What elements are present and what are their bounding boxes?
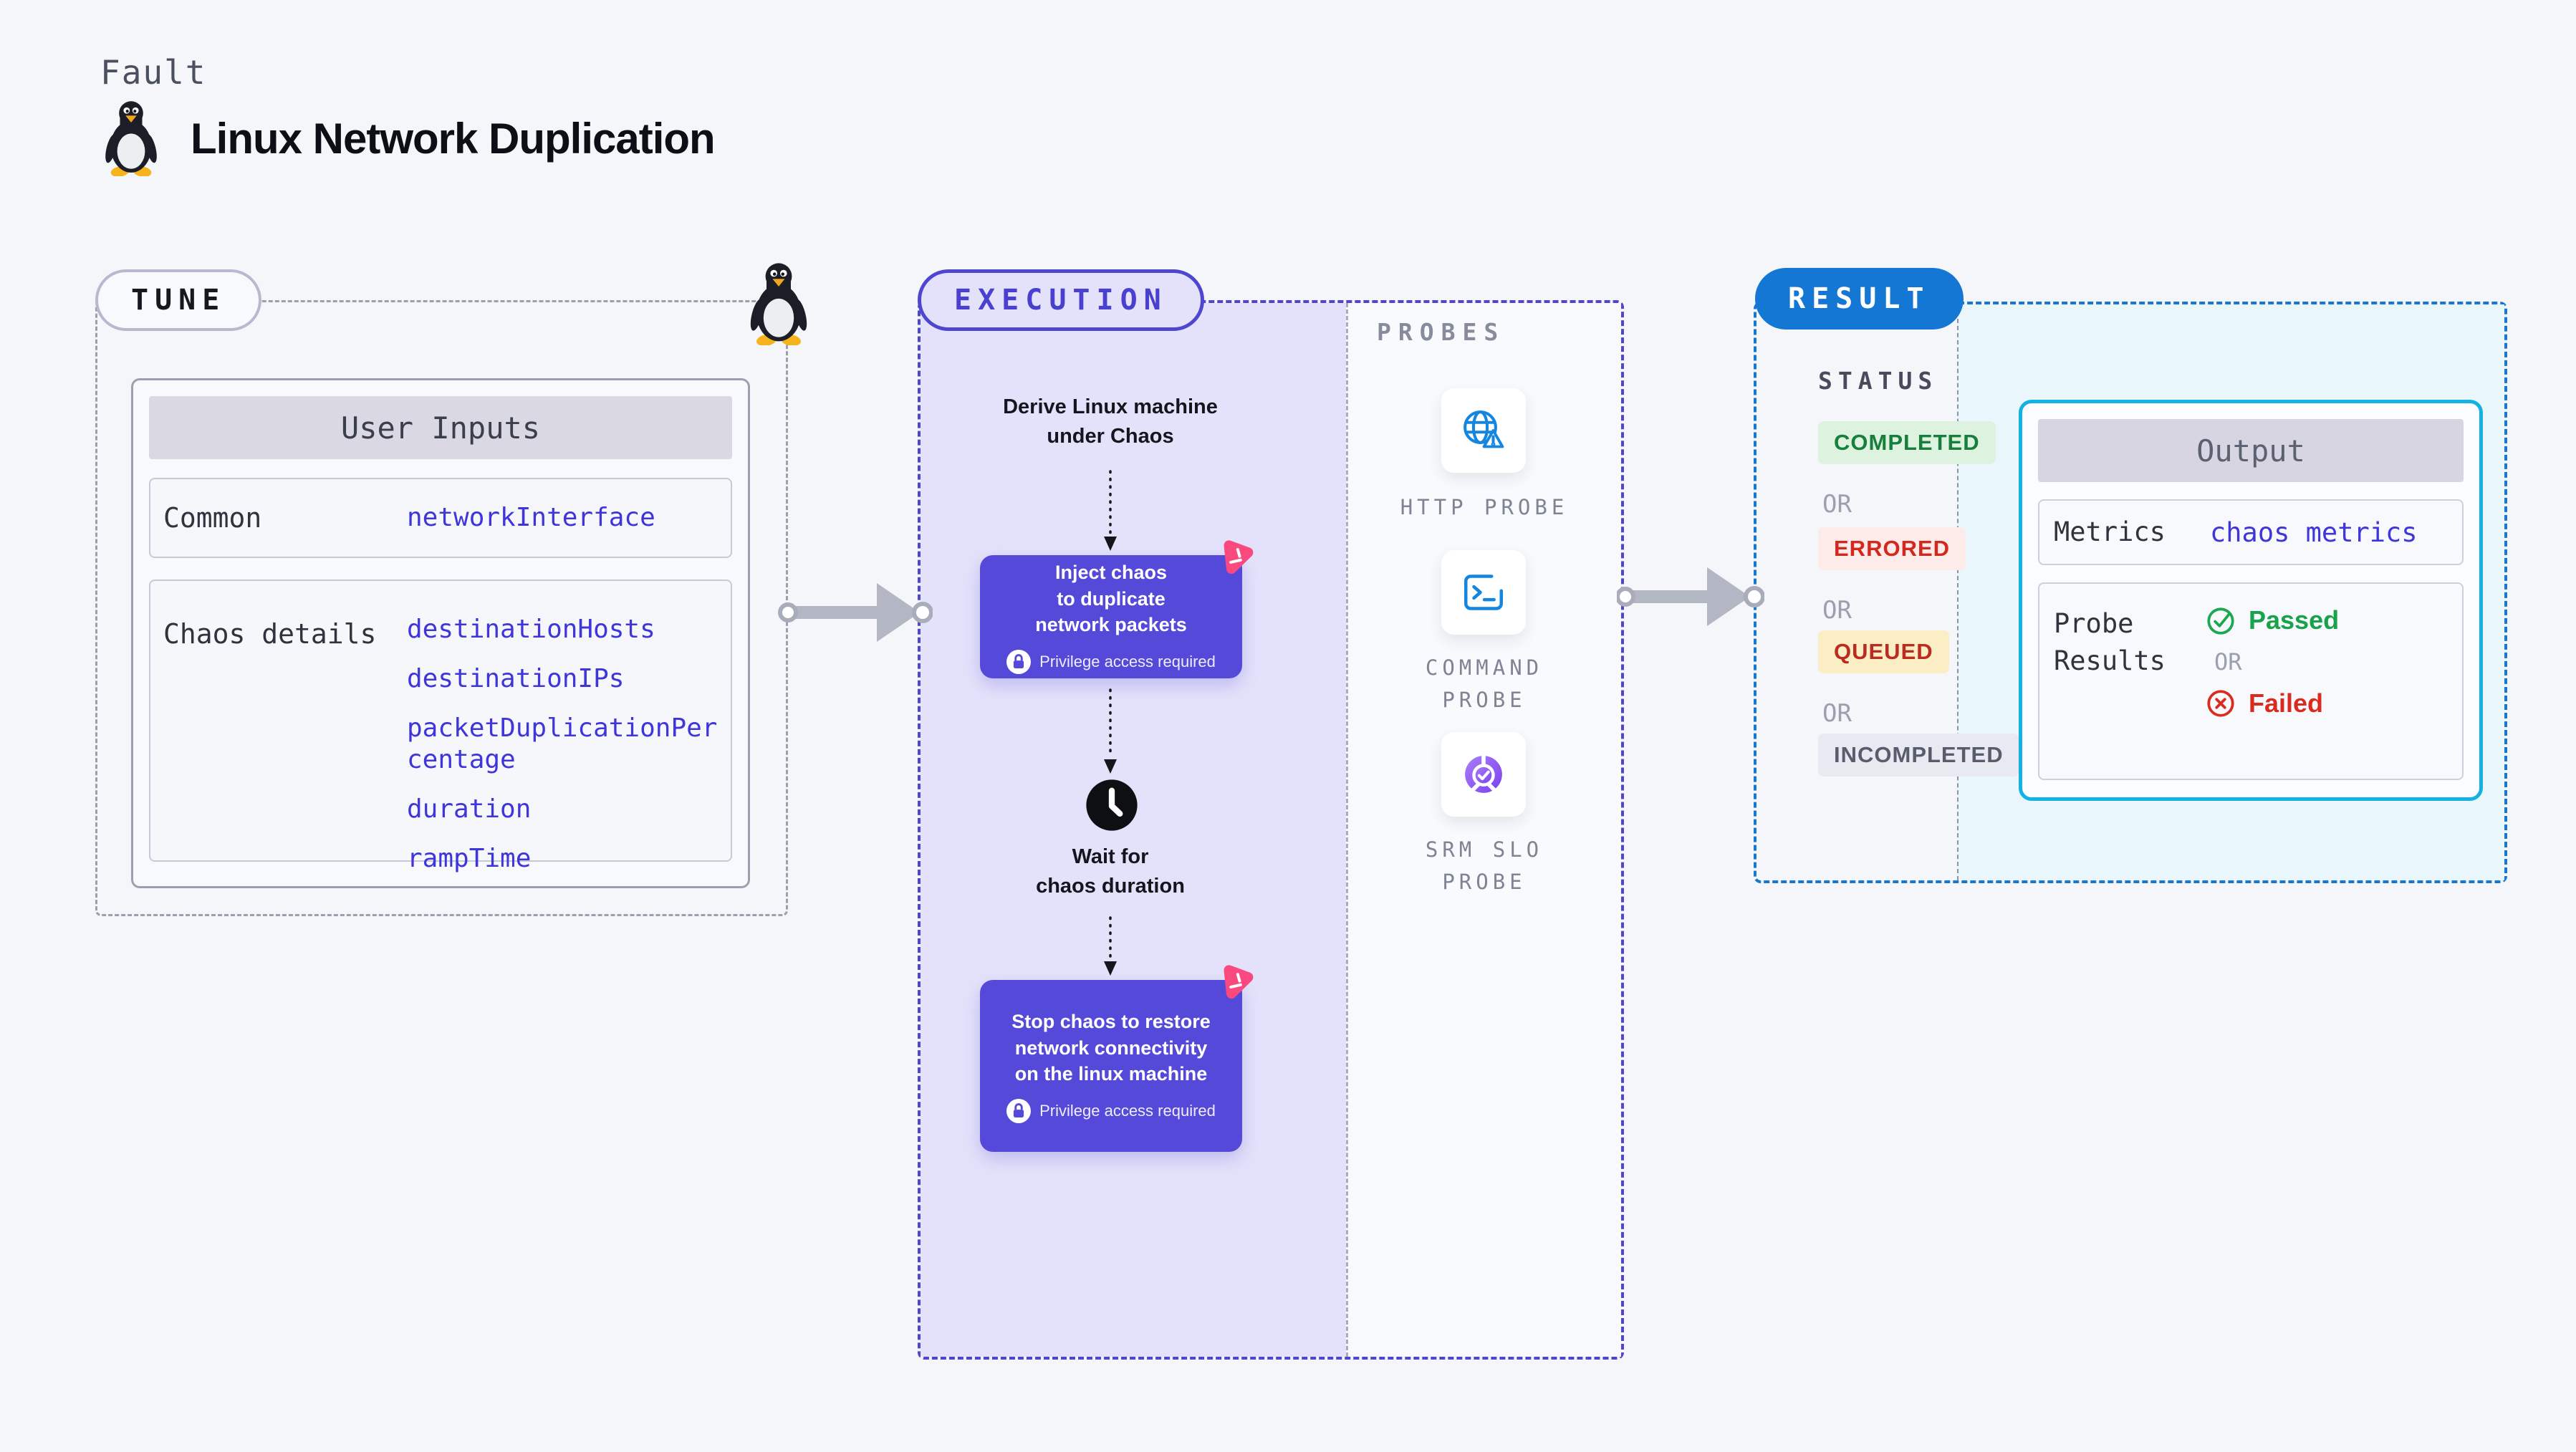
failed-label: Failed: [2249, 688, 2324, 718]
lock-icon: [1006, 1098, 1032, 1123]
output-title: Output: [2038, 419, 2464, 482]
input-value: packetDuplicationPercentage: [407, 713, 718, 774]
probe-card-command: [1441, 550, 1526, 635]
privilege-label: Privilege access required: [1039, 1101, 1216, 1120]
status-badge-queued: QUEUED: [1818, 630, 1949, 673]
flow-arrow-icon: [778, 566, 933, 659]
execution-badge: EXECUTION: [918, 269, 1204, 331]
metrics-value: chaos metrics: [2210, 516, 2418, 548]
clock-icon: [1086, 779, 1138, 831]
dotted-arrow-down-icon: [1104, 688, 1117, 774]
or-label: OR: [1822, 490, 1852, 519]
probe-result-failed: Failed: [2204, 687, 2339, 720]
row-label: Chaos details: [163, 618, 377, 650]
privilege-label: Privilege access required: [1039, 652, 1216, 670]
step-wait-duration: Wait for chaos duration: [1036, 845, 1185, 898]
linux-tux-icon: [102, 101, 160, 176]
check-circle-icon: [2207, 607, 2234, 635]
tune-badge: TUNE: [95, 269, 262, 331]
step-inject-chaos: Inject chaos to duplicate network packet…: [980, 555, 1242, 678]
probe-result-passed: Passed: [2204, 604, 2339, 637]
input-value: duration: [407, 794, 532, 824]
user-inputs-title: User Inputs: [149, 396, 732, 459]
or-label: OR: [1822, 699, 1852, 728]
step-label: Inject chaos to duplicate network packet…: [1035, 562, 1187, 636]
step-stop-chaos: Stop chaos to restore network connectivi…: [980, 980, 1242, 1152]
step-label: Stop chaos to restore network connectivi…: [1011, 1011, 1211, 1085]
input-value: destinationHosts: [407, 615, 655, 644]
row-label: Probe Results: [2054, 608, 2166, 676]
fault-kicker: Fault: [100, 53, 207, 92]
status-badge-errored: ERRORED: [1818, 527, 1966, 570]
page-header: Linux Network Duplication: [100, 100, 716, 176]
flow-arrow-icon: [1617, 567, 1764, 626]
input-value: networkInterface: [407, 503, 655, 533]
probe-label-command: COMMAND PROBE: [1425, 655, 1544, 712]
probes-section-box: [1346, 303, 1621, 1357]
privilege-note: Privilege access required: [1006, 649, 1216, 674]
linux-tux-icon: [748, 263, 809, 345]
probe-card-http: [1441, 388, 1526, 473]
input-value: destinationIPs: [407, 664, 625, 694]
or-label: OR: [1822, 596, 1852, 625]
slo-donut-icon: [1465, 754, 1502, 793]
status-badge-incompleted: INCOMPLETED: [1818, 734, 2019, 777]
output-table: Output Metrics chaos metrics Probe Resul…: [2019, 400, 2483, 801]
execution-section-box: [918, 300, 1624, 1360]
passed-label: Passed: [2249, 605, 2340, 635]
probes-title: PROBES: [1377, 318, 1506, 346]
dotted-arrow-down-icon: [1104, 916, 1117, 976]
terminal-icon: [1464, 574, 1503, 610]
execution-flow-background: [921, 303, 1346, 1357]
probe-label-srm-slo: SRM SLO PROBE: [1425, 837, 1544, 894]
chaos-faults-brand-icon: [1215, 962, 1258, 1005]
table-row-chaos-details: Chaos details destinationHosts destinati…: [149, 580, 732, 873]
dotted-arrow-down-icon: [1104, 470, 1117, 551]
lock-icon: [1006, 649, 1032, 674]
table-row-common: Common networkInterface: [149, 478, 732, 558]
probe-label-http: HTTP PROBE: [1400, 495, 1569, 519]
row-label: Metrics: [2054, 516, 2166, 548]
chaos-faults-brand-icon: [1215, 537, 1258, 580]
output-row-probe-results: Probe Results Passed OR Failed: [2038, 582, 2464, 780]
step-derive-machine: Derive Linux machine under Chaos: [1003, 395, 1218, 448]
globe-warning-icon: [1464, 410, 1504, 448]
privilege-note: Privilege access required: [1006, 1098, 1216, 1123]
status-title: STATUS: [1818, 367, 1938, 395]
output-row-metrics: Metrics chaos metrics: [2038, 499, 2464, 565]
page-title: Linux Network Duplication: [191, 114, 716, 163]
probe-card-srm-slo: [1441, 732, 1526, 817]
row-label: Common: [163, 502, 262, 534]
or-label: OR: [2214, 648, 2242, 675]
input-value: rampTime: [407, 843, 532, 873]
result-badge: RESULT: [1755, 268, 1964, 330]
user-inputs-table: User Inputs Common networkInterface Chao…: [131, 378, 750, 888]
status-badge-completed: COMPLETED: [1818, 421, 1996, 464]
x-circle-icon: [2207, 690, 2234, 717]
